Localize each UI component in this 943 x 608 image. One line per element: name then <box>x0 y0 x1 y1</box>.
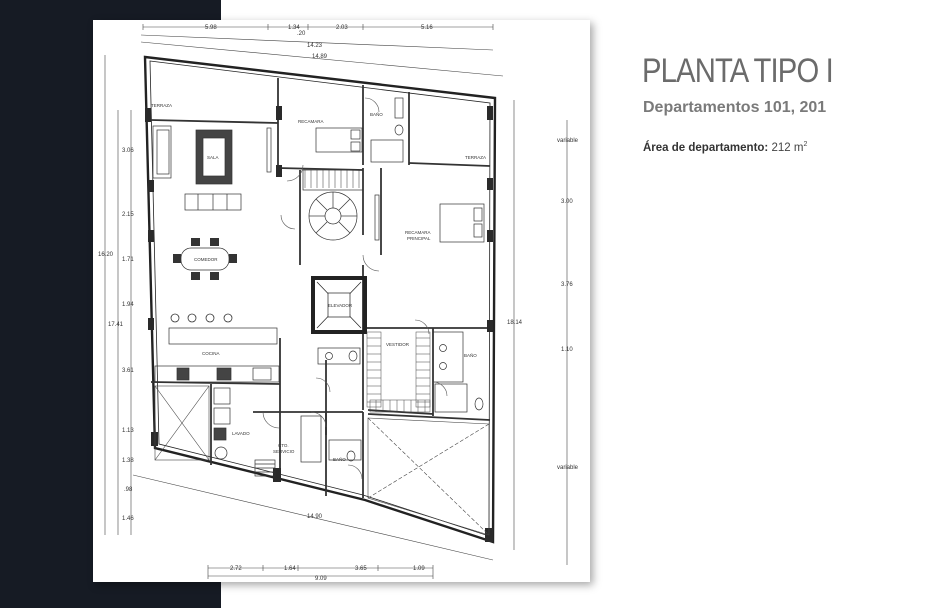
dim-bottom-3: 3.65 <box>355 566 367 572</box>
apartment-area-label: Área de departamento: <box>643 142 769 154</box>
room-label-bano-3: BAÑO <box>333 456 346 462</box>
dim-left-7: 1.38 <box>122 458 134 464</box>
dim-right-total: 18.14 <box>507 320 523 326</box>
right-dimension-lines <box>513 100 568 565</box>
dim-top-total-2: 14.89 <box>312 54 328 60</box>
dim-bottom-4: 1.09 <box>413 566 425 572</box>
room-label-bano-2: BAÑO <box>464 352 477 358</box>
apartment-area-value: 212 m <box>771 142 804 154</box>
apartment-area-unit-sup: 2 <box>803 141 808 149</box>
room-label-recamara: RECAMARA <box>298 119 324 124</box>
room-label-terraza-2: TERRAZA <box>465 155 486 160</box>
apartment-area: Área de departamento: 212 m2 <box>643 141 808 154</box>
kitchen-counters <box>154 327 280 383</box>
dim-left-4: 1.94 <box>122 302 134 308</box>
dim-left-8: .98 <box>124 487 133 493</box>
room-label-sala: SALA <box>207 155 219 160</box>
room-label-cto-servicio-2: SERVICIO <box>273 449 295 454</box>
dim-left-6: 1.13 <box>122 428 134 434</box>
top-dimension-lines <box>140 24 504 77</box>
dim-top-3: 2.03 <box>336 25 348 31</box>
dining-chairs <box>173 238 237 280</box>
dim-left-1: 3.06 <box>122 148 134 154</box>
room-label-elevador: ELEVADOR <box>328 303 353 308</box>
dim-bottom-2: 1.64 <box>284 566 296 572</box>
room-label-comedor: COMEDOR <box>194 257 218 262</box>
dim-right-1: variable <box>557 138 579 144</box>
dim-top-small: .20 <box>297 31 306 37</box>
bar-stools <box>170 313 233 323</box>
floor-plan-sheet: 5.98 1.34 2.03 5.16 .20 14.23 14.89 3.06… <box>93 20 590 582</box>
bedroom-furniture <box>315 127 485 243</box>
bathroom-fixtures <box>300 97 484 463</box>
open-shafts <box>154 385 490 536</box>
bottom-dimension-lines <box>132 474 494 579</box>
page-title: PLANTA TIPO I <box>642 52 834 90</box>
room-label-recamara-principal-2: PRINCIPAL <box>407 236 431 241</box>
room-label-recamara-principal-1: RECAMARA <box>405 230 431 235</box>
elevator-shaft <box>311 276 367 334</box>
room-label-vestidor: VESTIDOR <box>386 342 410 347</box>
dim-left-3: 1.71 <box>122 257 134 263</box>
dim-left-2: 2.15 <box>122 212 134 218</box>
page-subtitle: Departamentos 101, 201 <box>643 99 827 116</box>
stair-hatching <box>304 170 360 188</box>
spiral-stair <box>302 169 364 241</box>
dim-top-2: 1.34 <box>288 25 300 31</box>
dim-bottom-1: 2.72 <box>230 566 242 572</box>
dim-top-1: 5.98 <box>205 25 217 31</box>
dim-right-2: 3.00 <box>561 199 573 205</box>
room-label-cocina: COCINA <box>202 351 220 356</box>
dim-top-total-1: 14.23 <box>307 43 323 49</box>
living-furniture <box>152 125 272 271</box>
dim-left-total-2: 17.41 <box>108 322 124 328</box>
room-label-bano-1: BAÑO <box>370 111 383 117</box>
room-label-lavado: LAVADO <box>232 431 250 436</box>
closet-hatching <box>366 331 431 413</box>
dim-left-5: 3.61 <box>122 368 134 374</box>
dim-right-3: 3.76 <box>561 282 573 288</box>
laundry-fixtures <box>213 387 276 477</box>
dim-right-4: 1.10 <box>561 347 573 353</box>
room-label-terraza-1: TERRAZA <box>151 103 172 108</box>
dim-right-5: variable <box>557 465 579 471</box>
door-swings <box>262 97 448 480</box>
dim-left-total-1: 16.20 <box>98 252 114 258</box>
room-label-cto-servicio-1: CTO. <box>278 443 289 448</box>
dim-bottom-overall: 9.09 <box>315 576 327 582</box>
dim-bottom-total: 14.90 <box>307 514 323 520</box>
left-dimension-lines <box>104 55 132 535</box>
dim-top-4: 5.16 <box>421 25 433 31</box>
floor-plan-drawing: 5.98 1.34 2.03 5.16 .20 14.23 14.89 3.06… <box>98 24 579 582</box>
dim-left-9: 1.46 <box>122 516 134 522</box>
